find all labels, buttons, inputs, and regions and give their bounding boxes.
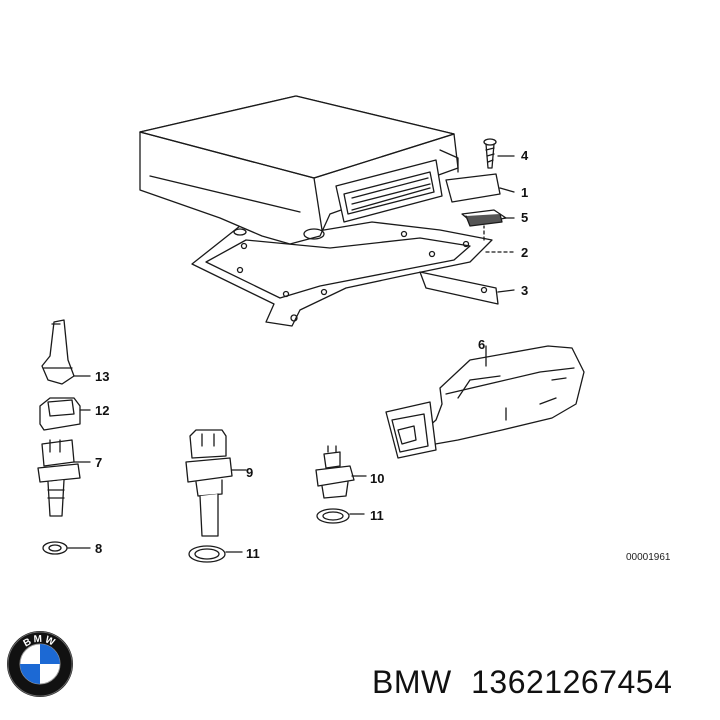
clip-nut bbox=[461, 209, 507, 227]
screw bbox=[483, 138, 497, 169]
brand-part-number-line: BMW 13621267454 bbox=[372, 664, 672, 701]
brand-name: BMW bbox=[372, 664, 452, 700]
diagram-reference-number: 00001961 bbox=[626, 552, 671, 563]
logo-letters: BMW bbox=[22, 634, 56, 650]
connector-plug bbox=[39, 397, 91, 431]
harness-cover bbox=[385, 345, 585, 459]
mounting-bracket-plate bbox=[191, 221, 493, 327]
callout-7: 7 bbox=[95, 455, 102, 470]
callout-5: 5 bbox=[521, 210, 528, 225]
lower-bracket bbox=[419, 271, 499, 305]
callout-10: 10 bbox=[370, 471, 384, 486]
rubber-boot bbox=[41, 319, 91, 385]
callout-12: 12 bbox=[95, 403, 109, 418]
callout-3: 3 bbox=[521, 283, 528, 298]
temperature-sensor bbox=[37, 439, 91, 517]
thermo-switch bbox=[315, 445, 367, 499]
callout-2: 2 bbox=[521, 245, 528, 260]
callout-1: 1 bbox=[521, 185, 528, 200]
callout-13: 13 bbox=[95, 369, 109, 384]
callout-11: 11 bbox=[246, 546, 260, 561]
bmw-logo: BMW bbox=[7, 631, 73, 697]
sealing-washer bbox=[316, 508, 365, 524]
callout-11: 11 bbox=[370, 508, 384, 523]
sealing-washer bbox=[188, 545, 243, 563]
callout-4: 4 bbox=[521, 148, 529, 163]
pressure-sensor bbox=[185, 429, 247, 537]
callout-6: 6 bbox=[478, 337, 485, 352]
callout-9: 9 bbox=[246, 465, 253, 480]
svg-text:BMW: BMW bbox=[22, 634, 58, 650]
control-unit-housing bbox=[139, 95, 501, 245]
part-number: 13621267454 bbox=[471, 664, 673, 700]
callout-8: 8 bbox=[95, 541, 102, 556]
sealing-washer bbox=[42, 541, 91, 555]
